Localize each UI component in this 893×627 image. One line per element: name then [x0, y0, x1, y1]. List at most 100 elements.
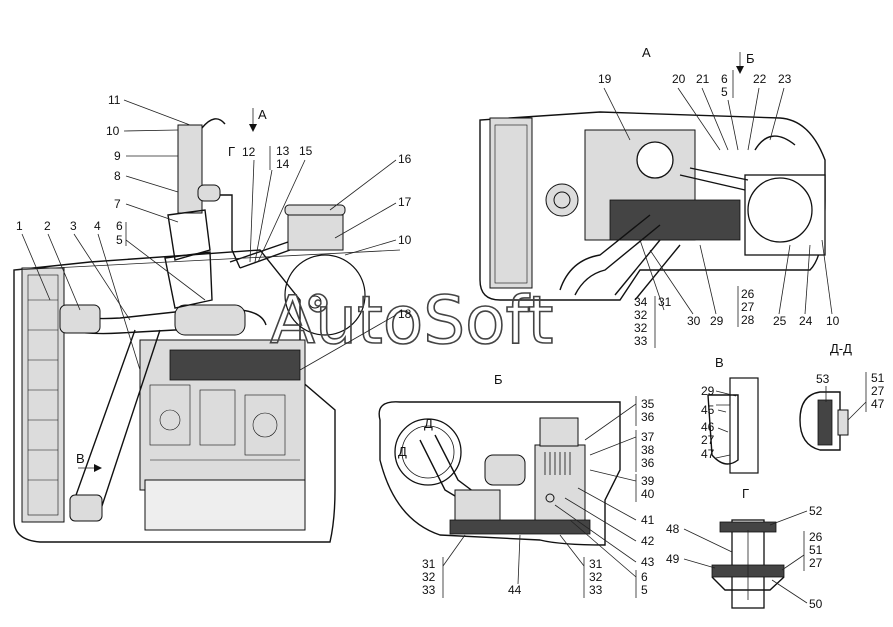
labels-view-dd: 53 51 27 47 [816, 371, 885, 421]
callout-label: 44 [508, 583, 522, 597]
labels-view-g: 48 49 52 26 51 27 50 [666, 504, 823, 611]
callout-label: 21 [696, 72, 710, 86]
callout-label: 37 [641, 430, 655, 444]
callout-label: 26 [741, 287, 755, 301]
title-view-a-arrow: А [258, 107, 267, 122]
callout-label: 12 [242, 145, 256, 159]
view-g [711, 519, 785, 609]
title-view-dd: Д-Д [830, 341, 852, 356]
callout-label: 5 [721, 85, 728, 99]
title-view-g: Г [742, 486, 749, 501]
callout-label: 39 [641, 474, 655, 488]
callout-label: 35 [641, 397, 655, 411]
title-view-v-arrow: В [76, 451, 85, 466]
watermark: AutoSoft [270, 282, 553, 359]
callout-label: 15 [299, 144, 313, 158]
callout-label: 27 [809, 556, 823, 570]
callout-label: 53 [816, 372, 830, 386]
callout-label: 34 [634, 295, 648, 309]
callout-label: 20 [672, 72, 686, 86]
air-filter [284, 254, 366, 336]
callout-label: 18 [398, 307, 412, 321]
callout-label: 28 [741, 313, 755, 327]
section-titles: А Б А Г Б В Д-Д Г В Д Д [76, 45, 852, 501]
callout-label: 19 [598, 72, 612, 86]
callout-label: 29 [701, 384, 715, 398]
exhaust-stack [177, 124, 203, 214]
callout-label: 42 [641, 534, 655, 548]
callout-label: 47 [701, 447, 715, 461]
callout-label: 27 [741, 300, 755, 314]
callout-label: 36 [641, 410, 655, 424]
callout-label: 9 [114, 149, 121, 163]
radiator [21, 267, 65, 523]
callout-label: 7 [114, 197, 121, 211]
callout-label: 17 [398, 195, 412, 209]
callout-label: 48 [666, 522, 680, 536]
callout-label: 31 [422, 557, 436, 571]
callout-label: 36 [641, 456, 655, 470]
title-view-a: А [642, 45, 651, 60]
watermark-gear-icon [308, 293, 328, 313]
callout-label: 1 [16, 219, 23, 233]
callout-label: 16 [398, 152, 412, 166]
callout-label: 5 [116, 233, 123, 247]
callout-label: 24 [799, 314, 813, 328]
view-dd [799, 391, 849, 451]
callout-label: 2 [44, 219, 51, 233]
callout-label: 13 [276, 144, 290, 158]
title-view-g-arrow: Г [228, 144, 235, 159]
callout-label: 10 [826, 314, 840, 328]
callout-label: 51 [809, 543, 823, 557]
callout-label: 32 [634, 321, 648, 335]
callout-label: 41 [641, 513, 655, 527]
callout-label: 11 [108, 93, 121, 107]
callout-label: 26 [809, 530, 823, 544]
view-a [479, 111, 826, 301]
callout-label: 6 [721, 72, 728, 86]
callout-label: 5 [641, 583, 648, 597]
callout-label: 46 [701, 420, 715, 434]
callout-label: 27 [701, 433, 715, 447]
callout-label: 43 [641, 555, 655, 569]
callout-label: 32 [634, 308, 648, 322]
d-mark-2: Д [398, 444, 407, 459]
labels-view-b: 35 36 37 38 36 39 40 41 42 43 6 5 31 32 … [422, 396, 655, 598]
title-view-b-arrow: Б [746, 51, 755, 66]
callout-label: 3 [70, 219, 77, 233]
callout-label: 31 [589, 557, 603, 571]
callout-label: 23 [778, 72, 792, 86]
callout-label: 45 [701, 403, 715, 417]
title-view-b: Б [494, 372, 503, 387]
callout-label: 6 [641, 570, 648, 584]
callout-label: 6 [116, 219, 123, 233]
air-filter-view-a [747, 177, 813, 243]
radiator-view-a [489, 117, 533, 289]
labels-main: 1 2 3 4 6 5 7 8 9 10 11 12 13 14 15 16 1… [16, 93, 412, 371]
callout-label: 14 [276, 157, 290, 171]
callout-label: 30 [687, 314, 701, 328]
callout-label: 51 [871, 371, 885, 385]
callout-label: 40 [641, 487, 655, 501]
view-arrows [78, 52, 744, 472]
d-mark-1: Д [424, 416, 433, 431]
callout-label: 49 [666, 552, 680, 566]
callout-label: 47 [871, 397, 885, 411]
callout-label: 22 [753, 72, 767, 86]
callout-label: 10 [398, 233, 412, 247]
callout-label: 31 [658, 295, 672, 309]
callout-label: 38 [641, 443, 655, 457]
callout-label: 4 [94, 219, 101, 233]
labels-view-a: 19 20 21 6 5 22 23 34 32 32 33 31 30 29 … [598, 70, 840, 348]
callout-label: 33 [422, 583, 436, 597]
title-view-v: В [715, 355, 724, 370]
callout-label: 52 [809, 504, 823, 518]
callout-label: 33 [634, 334, 648, 348]
callout-label: 27 [871, 384, 885, 398]
callout-label: 25 [773, 314, 787, 328]
main-engine-view [13, 118, 401, 543]
callout-label: 32 [422, 570, 436, 584]
callout-label: 8 [114, 169, 121, 183]
labels-view-v: 29 45 46 27 47 [701, 384, 737, 461]
